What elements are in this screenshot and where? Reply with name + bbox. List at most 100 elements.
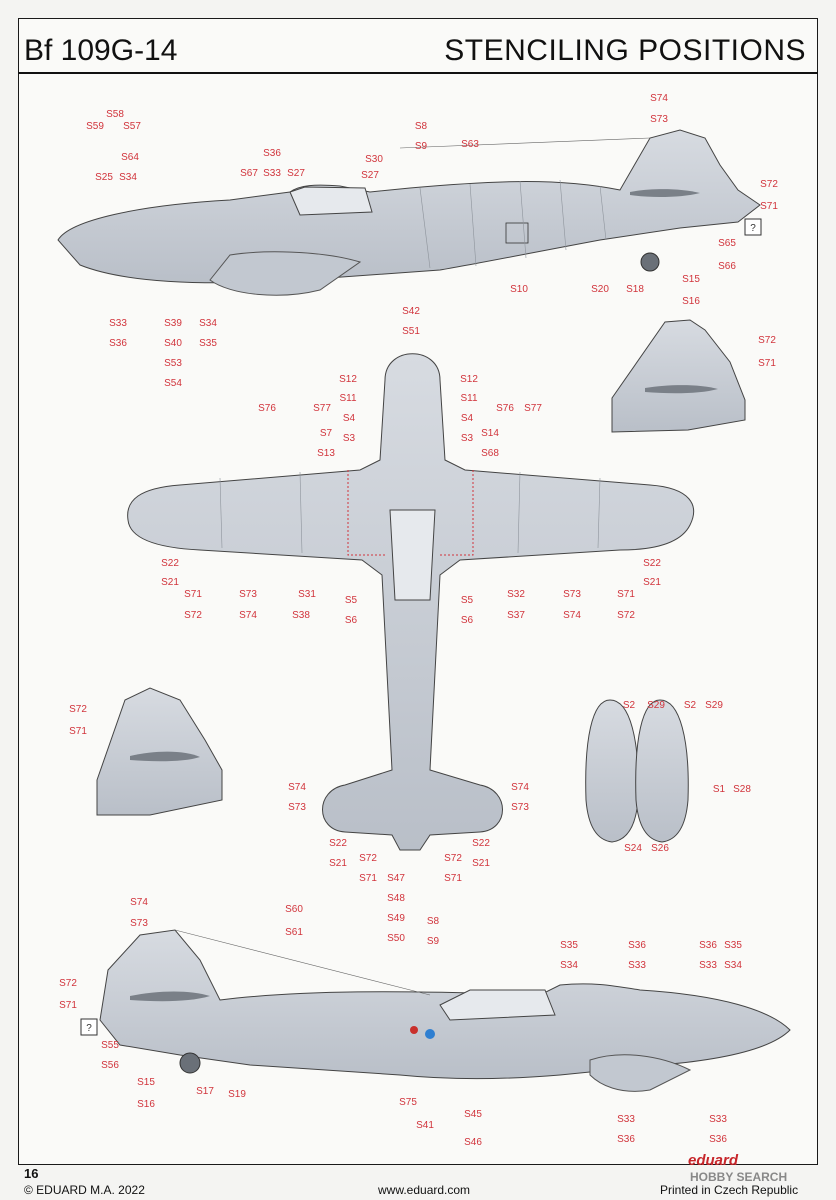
stencil-label: S5 xyxy=(345,595,358,606)
stencil-label: S67 xyxy=(240,168,258,179)
stencil-label: S10 xyxy=(510,284,528,295)
stencil-label: S33 xyxy=(709,1114,727,1125)
stencil-label: S21 xyxy=(643,577,661,588)
stencil-label: S21 xyxy=(472,858,490,869)
red-marker xyxy=(410,1026,418,1034)
drop-tank-front xyxy=(635,699,689,843)
help-box-mark: ? xyxy=(86,1023,92,1034)
stencil-label: S15 xyxy=(682,274,700,285)
stencil-label: S71 xyxy=(59,1000,77,1011)
stencil-label: S72 xyxy=(359,853,377,864)
stencil-label: S58 xyxy=(106,109,124,120)
stencil-label: S33 xyxy=(109,318,127,329)
canopy-side-bottom xyxy=(439,989,556,1021)
stencil-label: S33 xyxy=(699,960,717,971)
fin-detail-mid xyxy=(96,687,223,816)
stencil-label: S22 xyxy=(643,558,661,569)
drop-tank-side xyxy=(585,699,639,843)
stencil-label: S12 xyxy=(460,374,478,385)
stencil-label: S34 xyxy=(199,318,217,329)
stencil-label: S74 xyxy=(511,782,529,793)
stencil-label: S71 xyxy=(184,589,202,600)
side-view-right xyxy=(99,929,791,1092)
stencil-label: S76 xyxy=(258,403,276,414)
canopy-plan xyxy=(389,509,436,601)
stencil-label: S37 xyxy=(507,610,525,621)
stencil-label: S73 xyxy=(511,802,529,813)
model-title: Bf 109G-14 xyxy=(24,34,178,67)
stencil-label: S36 xyxy=(628,940,646,951)
stencil-label: S21 xyxy=(329,858,347,869)
help-box-mark: ? xyxy=(750,223,756,234)
stencil-label: S9 xyxy=(427,936,440,947)
stencil-label: S63 xyxy=(461,139,479,150)
stencil-label: S21 xyxy=(161,577,179,588)
stencil-label: S64 xyxy=(121,152,139,163)
stencil-label: S4 xyxy=(343,413,356,424)
stencil-label: S39 xyxy=(164,318,182,329)
stencil-label: S36 xyxy=(617,1134,635,1145)
stencil-label: S73 xyxy=(288,802,306,813)
stencil-label: S66 xyxy=(718,261,736,272)
help-box xyxy=(744,218,762,236)
stencil-label: S71 xyxy=(758,358,776,369)
plan-view xyxy=(127,353,695,851)
panel-hatch xyxy=(505,222,529,244)
antenna-wire xyxy=(399,137,651,149)
stencil-label: S27 xyxy=(287,168,305,179)
stencil-label: S19 xyxy=(228,1089,246,1100)
stencil-label: S16 xyxy=(682,296,700,307)
stencil-label: S57 xyxy=(123,121,141,132)
stencil-label: S51 xyxy=(402,326,420,337)
stencil-label: S9 xyxy=(415,141,428,152)
stencil-label: S71 xyxy=(359,873,377,884)
stencil-label: S35 xyxy=(724,940,742,951)
stencil-label: S1 xyxy=(713,784,726,795)
stencil-label: S11 xyxy=(460,393,477,404)
fin-left xyxy=(96,687,223,816)
side-view-left xyxy=(57,129,761,296)
stencil-label: S72 xyxy=(617,610,635,621)
stencil-label: S35 xyxy=(199,338,217,349)
stencil-label: S17 xyxy=(196,1086,214,1097)
stencil-label: S77 xyxy=(524,403,542,414)
website-link[interactable]: www.eduard.com xyxy=(378,1183,471,1197)
stencil-label: S34 xyxy=(560,960,578,971)
stencil-label: S36 xyxy=(263,148,281,159)
stencil-label: S75 xyxy=(399,1097,417,1108)
stencil-label: S73 xyxy=(239,589,257,600)
stencil-label: S72 xyxy=(59,978,77,989)
copyright: © EDUARD M.A. 2022 xyxy=(24,1183,145,1197)
stencil-label: S36 xyxy=(699,940,717,951)
stencil-label: S74 xyxy=(130,897,148,908)
stencil-label: S14 xyxy=(481,428,499,439)
stencil-label: S16 xyxy=(137,1099,155,1110)
stencil-label: S20 xyxy=(591,284,609,295)
tailwheel-bottom xyxy=(179,1052,201,1074)
canopy-side-top xyxy=(289,186,373,216)
stencil-label: S55 xyxy=(101,1040,119,1051)
stencil-label: S71 xyxy=(444,873,462,884)
stencil-label: S8 xyxy=(427,916,440,927)
stencil-label: S72 xyxy=(444,853,462,864)
stencil-label: S15 xyxy=(137,1077,155,1088)
walkway-left xyxy=(347,470,385,556)
stencil-label: S8 xyxy=(415,121,428,132)
stencil-label: S2 xyxy=(623,700,636,711)
stencil-label: S36 xyxy=(109,338,127,349)
cowling-bulge xyxy=(209,251,362,296)
stencil-label: S54 xyxy=(164,378,182,389)
stencil-label: S26 xyxy=(651,843,669,854)
stencil-label: S18 xyxy=(626,284,644,295)
stencil-label: S6 xyxy=(345,615,358,626)
stencil-label: S74 xyxy=(650,93,668,104)
stencil-label: S30 xyxy=(365,154,383,165)
stencil-label: S7 xyxy=(320,428,333,439)
stencil-label: S6 xyxy=(461,615,474,626)
stencil-label: S61 xyxy=(285,927,303,938)
stencil-label: S32 xyxy=(507,589,525,600)
fin-right xyxy=(611,319,746,433)
stencil-label: S35 xyxy=(560,940,578,951)
